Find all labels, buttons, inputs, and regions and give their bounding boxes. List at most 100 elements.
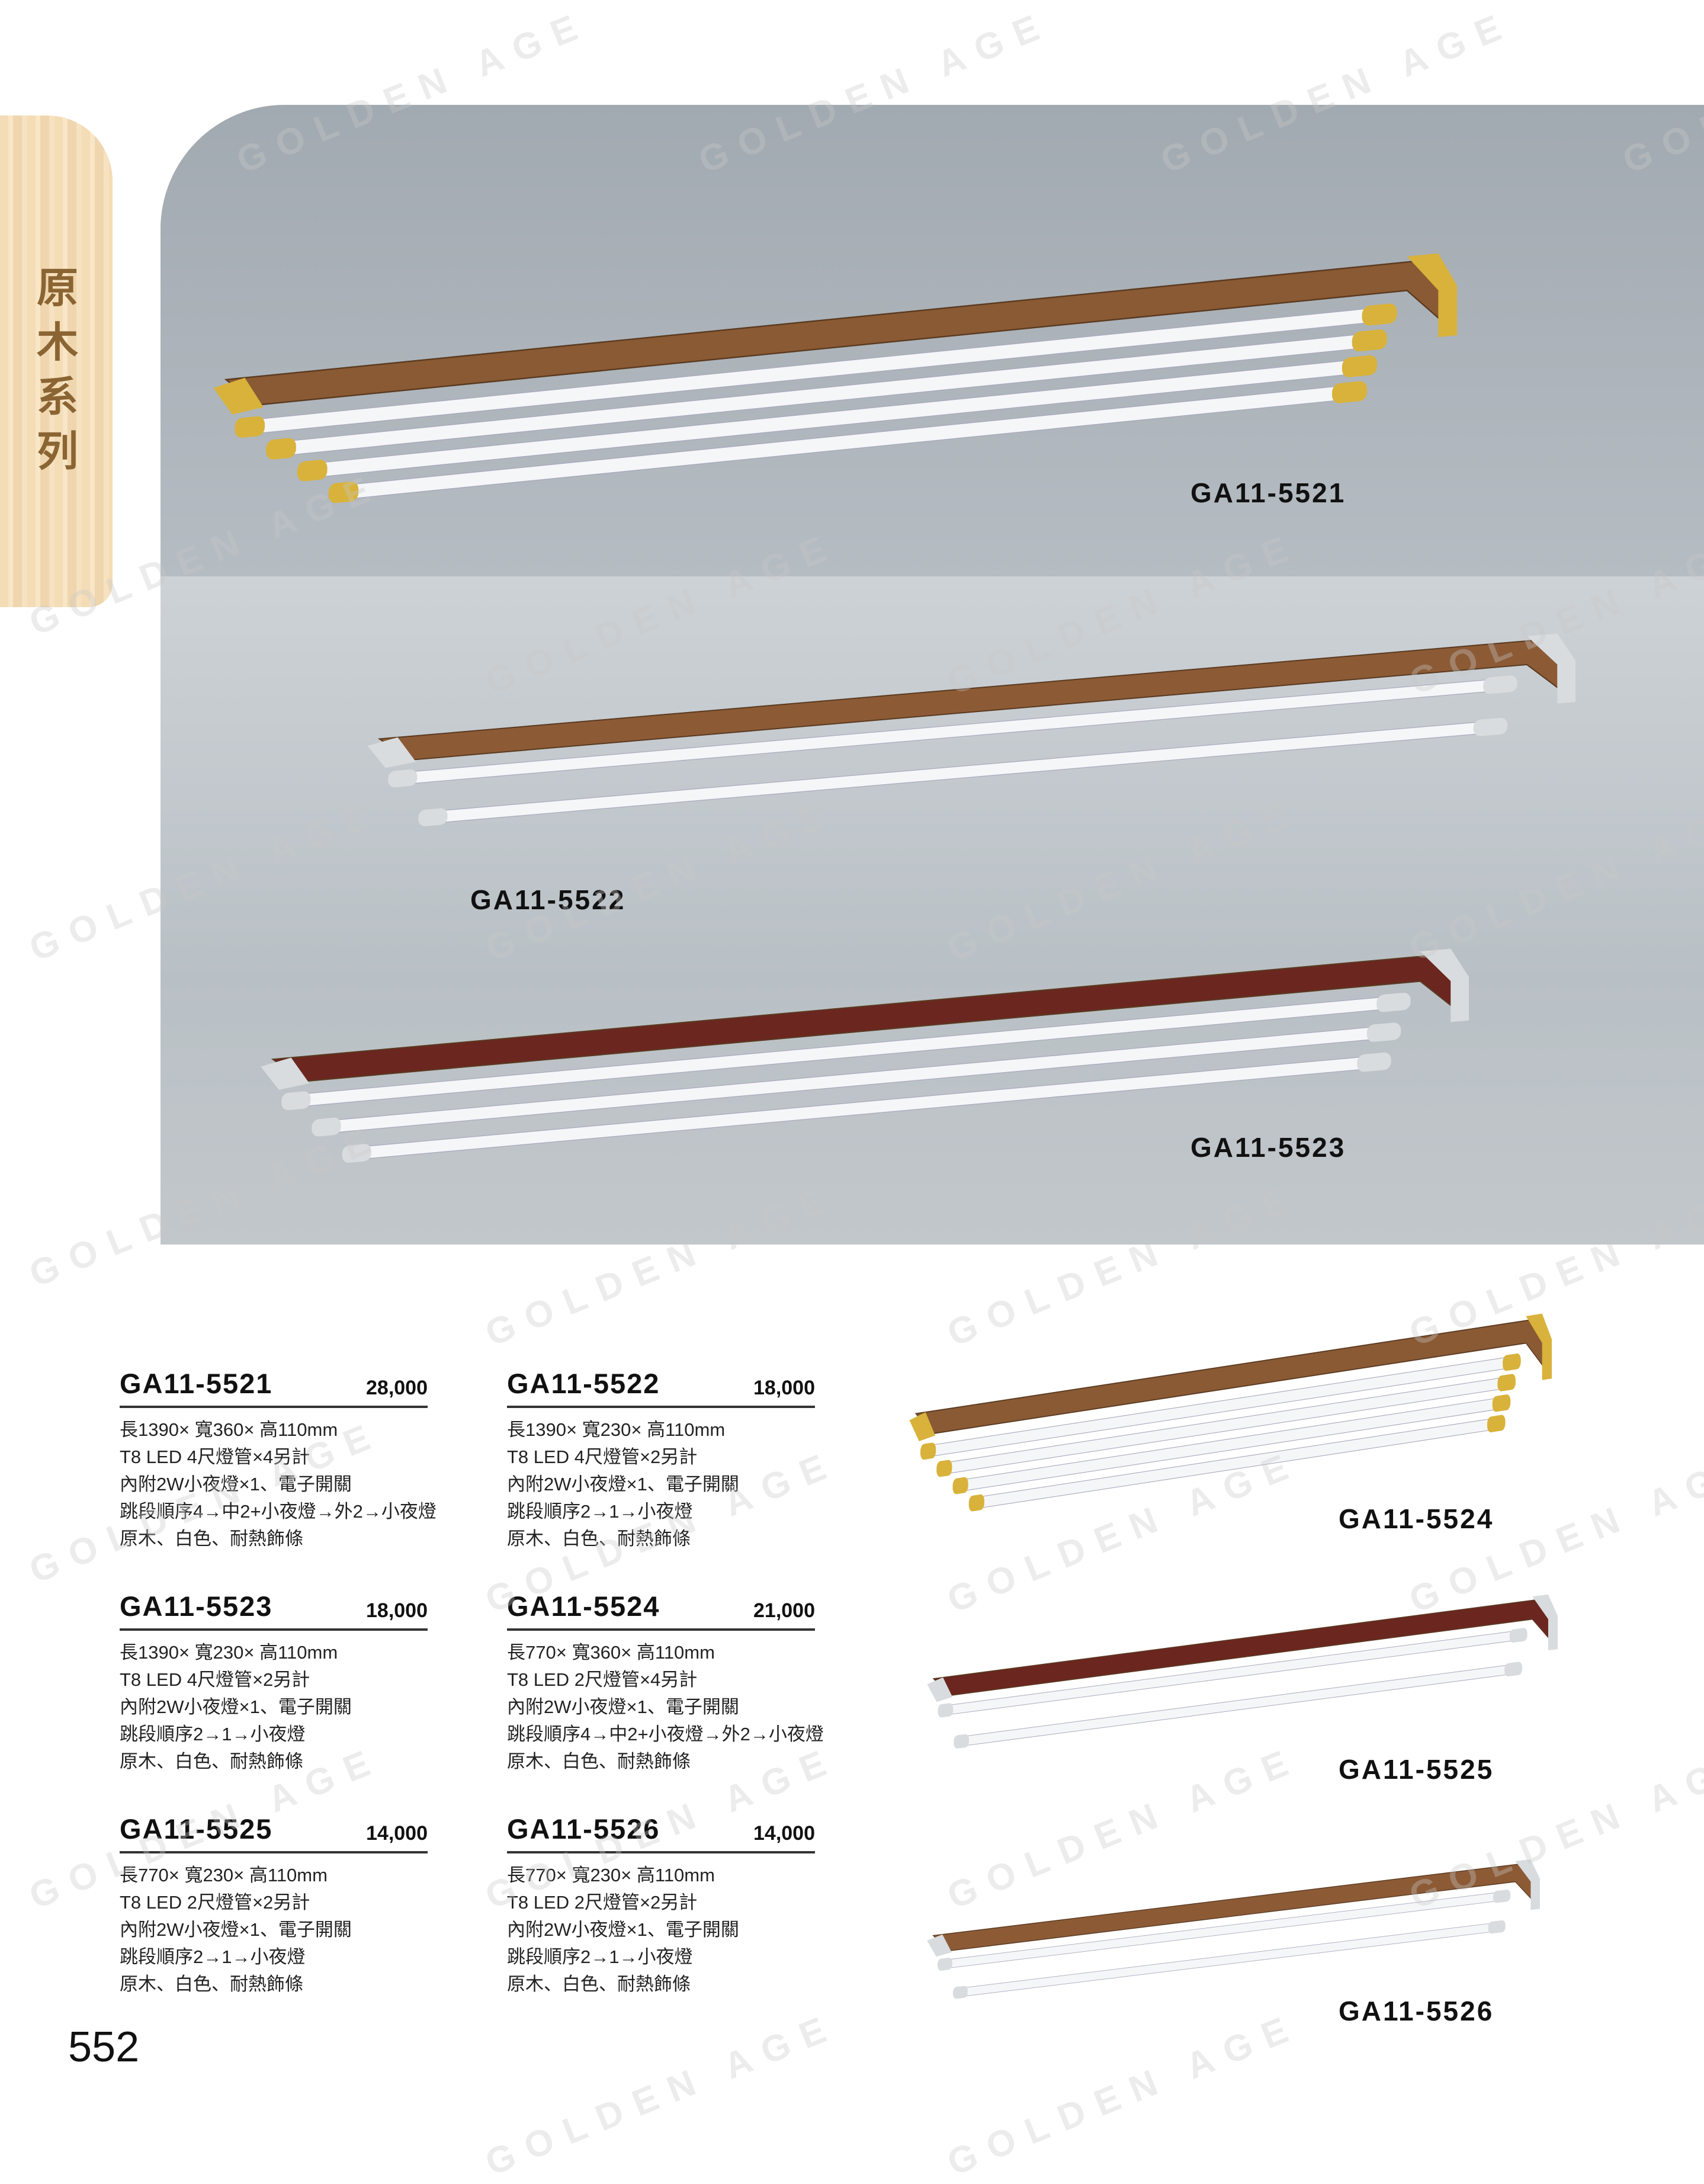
- tube-holder: [920, 1442, 936, 1460]
- lamp-image-5523: [255, 924, 1469, 1173]
- product-spec-0: GA11-5521 28,000 長1390× 寬360× 高110mm T8 LED…: [120, 1367, 437, 1553]
- tube-holder: [1376, 992, 1411, 1012]
- spec-line: 跳段順序2→1→小夜燈: [507, 1501, 693, 1522]
- side-label-5525: GA11-5525: [1339, 1754, 1494, 1785]
- spec-line: 原木、白色、耐熱飾條: [507, 1974, 691, 1994]
- product-spec-1: GA11-5522 18,000 長1390× 寬230× 高110mm T8 LED…: [507, 1367, 815, 1553]
- spec-line: 跳段順序2→1→小夜燈: [507, 1946, 693, 1967]
- end-cap: [367, 737, 416, 768]
- tube-holder: [1492, 1394, 1511, 1412]
- spec-price: 28,000: [366, 1377, 428, 1399]
- tube-holder: [938, 1703, 954, 1718]
- end-cap: [1526, 1313, 1552, 1380]
- spec-model: GA11-5521: [120, 1368, 273, 1399]
- lamp-image-5522: [361, 610, 1575, 847]
- tube-holder: [1342, 355, 1377, 377]
- spec-line: 長1390× 寬230× 高110mm: [507, 1419, 726, 1440]
- end-cap: [1407, 253, 1457, 338]
- spec-header: GA11-5522 18,000: [507, 1367, 815, 1408]
- series-tab: 原木系列: [0, 116, 113, 607]
- spec-line: 跳段順序4→中2+小夜燈→外2→小夜燈: [507, 1724, 824, 1744]
- spec-model: GA11-5523: [120, 1590, 273, 1622]
- spec-line: T8 LED 4尺燈管×2另計: [120, 1669, 310, 1690]
- end-cap: [213, 377, 264, 415]
- watermark: GOLDEN AGE: [480, 2005, 844, 2184]
- spec-line: T8 LED 4尺燈管×4另計: [120, 1447, 310, 1467]
- tube-holder: [968, 1494, 984, 1512]
- lamp-image-5521: [207, 225, 1457, 509]
- end-cap: [1527, 633, 1575, 704]
- spec-price: 18,000: [753, 1377, 815, 1399]
- spec-line: 跳段順序2→1→小夜燈: [120, 1724, 306, 1744]
- tube-holder: [952, 1477, 968, 1495]
- tube-holder: [937, 1957, 952, 1971]
- tube-holder: [328, 481, 359, 503]
- spec-line: 長1390× 寬230× 高110mm: [120, 1642, 338, 1663]
- end-cap: [1515, 1859, 1540, 1910]
- end-cap: [927, 1677, 953, 1702]
- tube-holder: [1362, 303, 1397, 326]
- tube-holder: [312, 1117, 341, 1137]
- tube-holder: [1483, 675, 1517, 694]
- spec-line: 跳段順序2→1→小夜燈: [120, 1946, 306, 1967]
- tube-holder: [266, 438, 296, 460]
- tube-holder: [1352, 329, 1387, 352]
- tube-holder: [1487, 1415, 1506, 1432]
- spec-line: T8 LED 2尺燈管×2另計: [120, 1892, 310, 1913]
- spec-line: 原木、白色、耐熱飾條: [507, 1751, 691, 1772]
- tube-holder: [1366, 1022, 1401, 1042]
- spec-model: GA11-5526: [507, 1813, 660, 1845]
- spec-model: GA11-5525: [120, 1813, 273, 1845]
- spec-line: T8 LED 2尺燈管×2另計: [507, 1892, 698, 1913]
- spec-line: 原木、白色、耐熱飾條: [120, 1751, 303, 1772]
- spec-line: 內附2W小夜燈×1、電子開關: [120, 1919, 352, 1940]
- spec-line: 跳段順序4→中2+小夜燈→外2→小夜燈: [120, 1501, 437, 1522]
- spec-line: 內附2W小夜燈×1、電子開關: [507, 1474, 739, 1495]
- tube-holder: [1488, 1920, 1506, 1934]
- hero-label-5522: GA11-5522: [470, 884, 626, 915]
- tube-holder: [297, 460, 328, 482]
- tube-holder: [388, 769, 418, 788]
- tube-holder: [418, 808, 448, 826]
- spec-line: 內附2W小夜燈×1、電子開關: [507, 1919, 739, 1940]
- tube-holder: [342, 1144, 371, 1163]
- spec-price: 18,000: [366, 1599, 428, 1622]
- spec-line: 內附2W小夜燈×1、電子開關: [507, 1696, 739, 1717]
- tube-holder: [281, 1091, 311, 1111]
- spec-line: 長770× 寬360× 高110mm: [507, 1642, 715, 1663]
- end-cap: [1420, 948, 1469, 1022]
- hero-label-5523: GA11-5523: [1190, 1132, 1346, 1163]
- panel-upper: [161, 105, 1704, 576]
- spec-header: GA11-5526 14,000: [507, 1813, 815, 1853]
- page-number: 552: [68, 2023, 140, 2071]
- spec-line: 原木、白色、耐熱飾條: [120, 1974, 303, 1994]
- spec-line: 長1390× 寬360× 高110mm: [120, 1419, 338, 1440]
- end-cap: [1532, 1594, 1558, 1651]
- tube-holder: [952, 1986, 968, 1999]
- end-cap: [261, 1057, 310, 1090]
- spec-line: T8 LED 2尺燈管×4另計: [507, 1669, 698, 1690]
- tube-holder: [1504, 1662, 1523, 1677]
- end-cap: [927, 1934, 952, 1957]
- spec-price: 14,000: [753, 1822, 815, 1845]
- spec-price: 21,000: [753, 1599, 815, 1622]
- spec-line: 內附2W小夜燈×1、電子開關: [120, 1474, 352, 1495]
- product-spec-3: GA11-5524 21,000 長770× 寬360× 高110mm T8 LED …: [507, 1590, 824, 1775]
- tube-holder: [954, 1734, 969, 1749]
- spec-line: T8 LED 4尺燈管×2另計: [507, 1447, 698, 1467]
- lamp-image-5525: [924, 1576, 1558, 1765]
- hero-label-5521: GA11-5521: [1190, 477, 1346, 508]
- tube-holder: [936, 1460, 952, 1477]
- lamp-image-5524: [906, 1291, 1552, 1516]
- spec-model: GA11-5524: [507, 1590, 660, 1622]
- spec-model: GA11-5522: [507, 1368, 660, 1399]
- lamp-image-5526: [924, 1842, 1540, 2014]
- tube-holder: [1357, 1052, 1391, 1072]
- product-spec-2: GA11-5523 18,000 長1390× 寬230× 高110mm T8 LED…: [120, 1590, 428, 1775]
- series-tab-label: 原木系列: [37, 263, 78, 476]
- tube-holder: [1473, 717, 1508, 736]
- tube-holder: [1509, 1628, 1527, 1643]
- side-label-5524: GA11-5524: [1339, 1503, 1494, 1534]
